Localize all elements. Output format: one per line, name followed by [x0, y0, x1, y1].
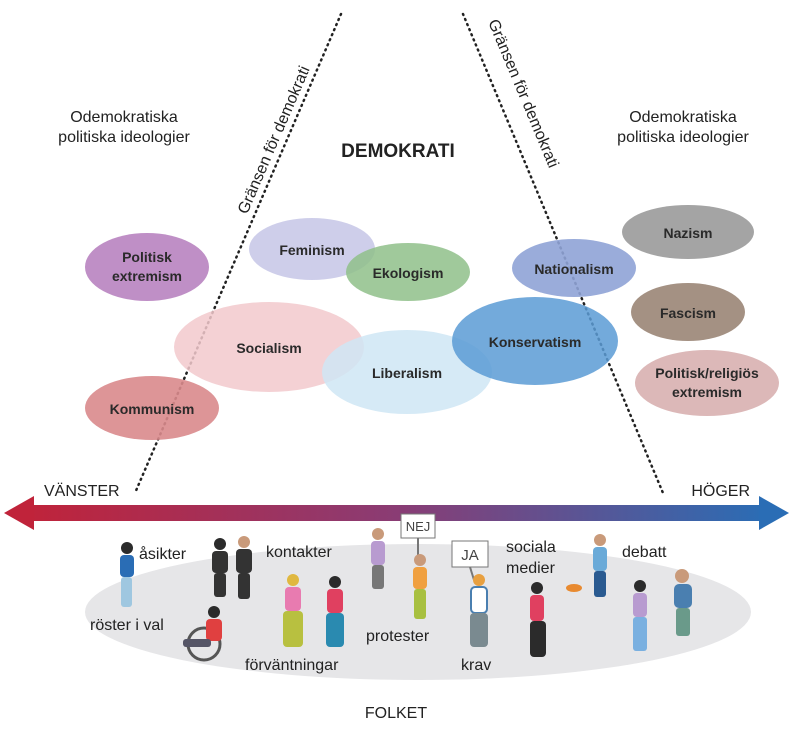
right-arrowhead [759, 496, 789, 530]
bubble-politisk-extremism: Politisk extremism [85, 233, 209, 301]
person-figure [326, 576, 344, 647]
person-figure [212, 536, 252, 599]
democracy-title: DEMOKRATI [341, 141, 455, 162]
sign-ja: JA [461, 547, 479, 564]
label-asikter: åsikter [139, 545, 187, 563]
bubble-label: Kommunism [110, 401, 195, 417]
person-figure [566, 534, 607, 597]
left-undemocratic-label-2: politiska ideologier [58, 129, 190, 146]
label-forvantningar: förväntningar [245, 657, 339, 674]
axis-left-label: VÄNSTER [44, 482, 120, 500]
bubble-liberalism: Liberalism [322, 330, 492, 414]
bubble-konservatism: Konservatism [452, 297, 618, 385]
person-figure [633, 569, 692, 651]
bubble-label: Feminism [279, 242, 344, 258]
bubble-feminism: Feminism [249, 218, 375, 280]
bubble-label: extremism [112, 268, 182, 284]
label-sociala: sociala [506, 539, 556, 556]
bubble-socialism: Socialism [174, 302, 364, 392]
label-medier: medier [506, 560, 556, 577]
left-right-axis [4, 496, 789, 530]
person-figure [120, 542, 134, 607]
label-debatt: debatt [622, 544, 667, 561]
left-undemocratic-label-1: Odemokratiska [70, 109, 178, 126]
bubble-label: Fascism [660, 305, 716, 321]
axis-right-label: HÖGER [691, 482, 750, 500]
bubble-kommunism: Kommunism [85, 376, 219, 440]
bubble-fascism: Fascism [631, 283, 745, 341]
label-kontakter: kontakter [266, 544, 332, 561]
bubble-label: Ekologism [373, 265, 444, 281]
bubble-label: Liberalism [372, 365, 442, 381]
bubble-religios-extremism: Politisk/religiös extremism [635, 350, 779, 416]
bubble-label: Politisk/religiös [655, 365, 759, 381]
right-boundary-label: Gränsen för demokrati [484, 17, 561, 170]
bubble-label: Politisk [122, 249, 172, 265]
label-roster-i-val: röster i val [90, 617, 164, 634]
label-protester: protester [366, 628, 430, 645]
sign-nej: NEJ [406, 519, 431, 534]
left-arrowhead [4, 496, 34, 530]
bubble-label: Nationalism [534, 261, 613, 277]
person-figure: NEJ [400, 513, 436, 619]
bubble-label: extremism [672, 384, 742, 400]
right-undemocratic-label-1: Odemokratiska [629, 109, 737, 126]
person-figure [183, 606, 222, 662]
person-figure [283, 574, 303, 647]
bubble-ekologism: Ekologism [346, 243, 470, 301]
bubble-label: Nazism [663, 225, 712, 241]
person-figure [530, 582, 546, 657]
person-figure: JA [451, 540, 489, 647]
bubble-nazism: Nazism [622, 205, 754, 259]
person-figure [371, 528, 385, 589]
label-krav: krav [461, 657, 491, 674]
left-boundary-label: Gränsen för demokrati [235, 64, 314, 217]
bubble-nationalism: Nationalism [512, 239, 636, 297]
folket-label: FOLKET [365, 705, 427, 722]
bubble-label: Konservatism [489, 334, 582, 350]
right-undemocratic-label-2: politiska ideologier [617, 129, 749, 146]
bubble-label: Socialism [236, 340, 301, 356]
